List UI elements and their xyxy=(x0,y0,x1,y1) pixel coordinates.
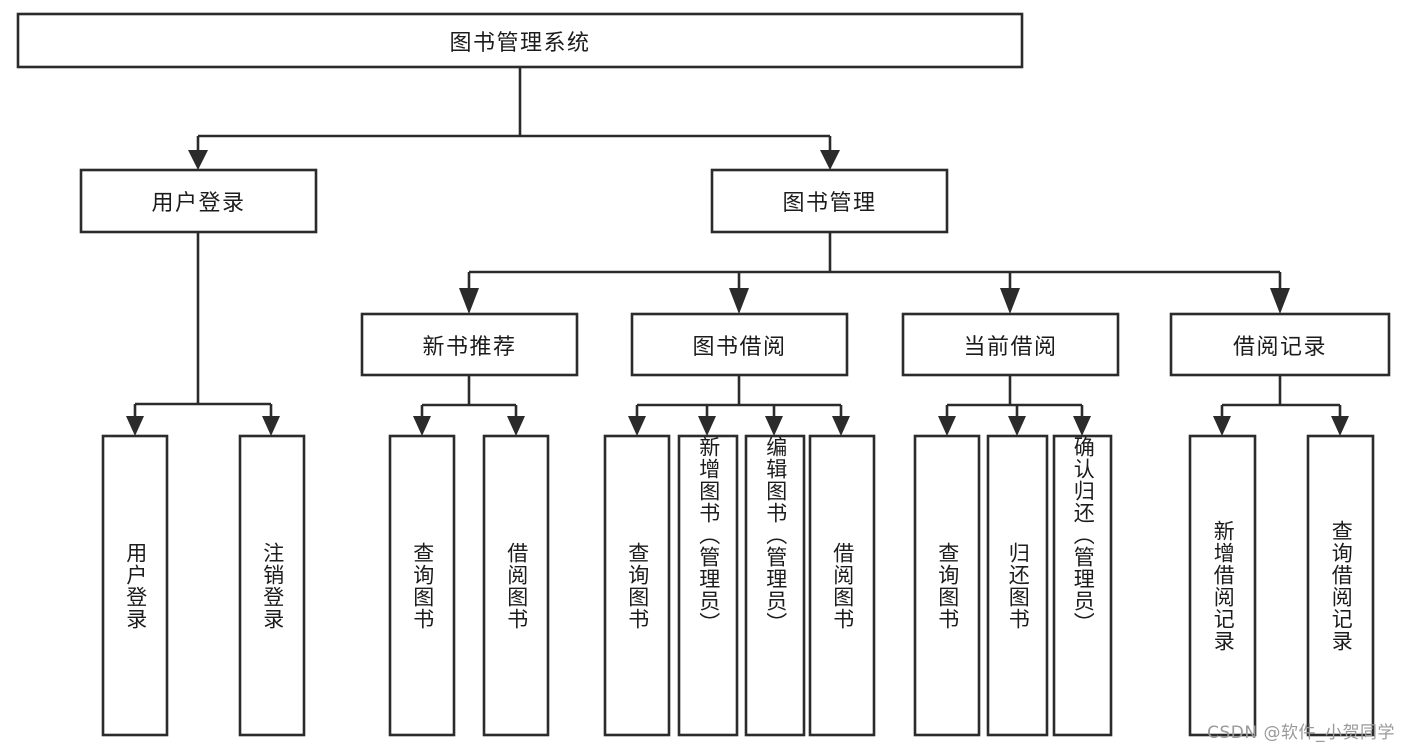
node-book-manage-box[interactable] xyxy=(710,168,949,234)
node-leaf-add-record-box[interactable] xyxy=(1188,434,1257,737)
arrow-head-leaf-logout xyxy=(262,416,280,436)
node-leaf-query-book-1-box[interactable] xyxy=(388,434,456,737)
arrow-head-current-borrow xyxy=(1000,288,1020,314)
node-new-book-rec-box[interactable] xyxy=(360,312,579,377)
node-borrow-record-box[interactable] xyxy=(1169,312,1391,377)
node-user-login-box[interactable] xyxy=(79,168,318,234)
arrow-head-leaf-borrow-book-1 xyxy=(507,416,525,436)
arrow-head-new-book-rec xyxy=(459,288,479,314)
arrow-head-leaf-query-record xyxy=(1331,416,1349,436)
node-leaf-add-book-box[interactable] xyxy=(677,434,739,737)
node-leaf-query-record-box[interactable] xyxy=(1306,434,1375,737)
arrow-head-leaf-query-book-2 xyxy=(628,416,646,436)
arrow-head-leaf-edit-book xyxy=(765,416,783,436)
arrow-head-book-manage xyxy=(820,150,840,170)
arrow-head-book-borrow xyxy=(729,288,749,314)
arrow-head-user-login xyxy=(188,150,208,170)
node-leaf-confirm-return-box[interactable] xyxy=(1052,434,1113,737)
arrow-head-leaf-confirm-return xyxy=(1073,416,1091,436)
arrow-head-leaf-query-book-3 xyxy=(938,416,956,436)
node-leaf-edit-book-box[interactable] xyxy=(744,434,806,737)
node-leaf-query-book-3-box[interactable] xyxy=(913,434,981,737)
node-leaf-return-book-box[interactable] xyxy=(986,434,1049,737)
arrow-head-leaf-return-book xyxy=(1008,416,1026,436)
arrow-head-leaf-add-record xyxy=(1213,416,1231,436)
node-leaf-user-login-box[interactable] xyxy=(101,434,169,737)
node-book-borrow-box[interactable] xyxy=(630,312,849,377)
node-leaf-query-book-2-box[interactable] xyxy=(603,434,671,737)
node-leaf-logout-box[interactable] xyxy=(238,434,306,737)
arrow-head-leaf-user-login xyxy=(126,416,144,436)
node-leaf-borrow-book-2-box[interactable] xyxy=(808,434,876,737)
arrow-head-leaf-query-book-1 xyxy=(413,416,431,436)
arrow-head-leaf-borrow-book-2 xyxy=(832,416,850,436)
node-current-borrow-box[interactable] xyxy=(901,312,1120,377)
arrow-head-leaf-add-book xyxy=(698,416,716,436)
csdn-watermark: CSDN @软件_小贺同学 xyxy=(1207,723,1395,743)
node-root-box[interactable] xyxy=(16,12,1024,69)
node-leaf-borrow-book-1-box[interactable] xyxy=(482,434,550,737)
arrow-head-borrow-record xyxy=(1270,288,1290,314)
